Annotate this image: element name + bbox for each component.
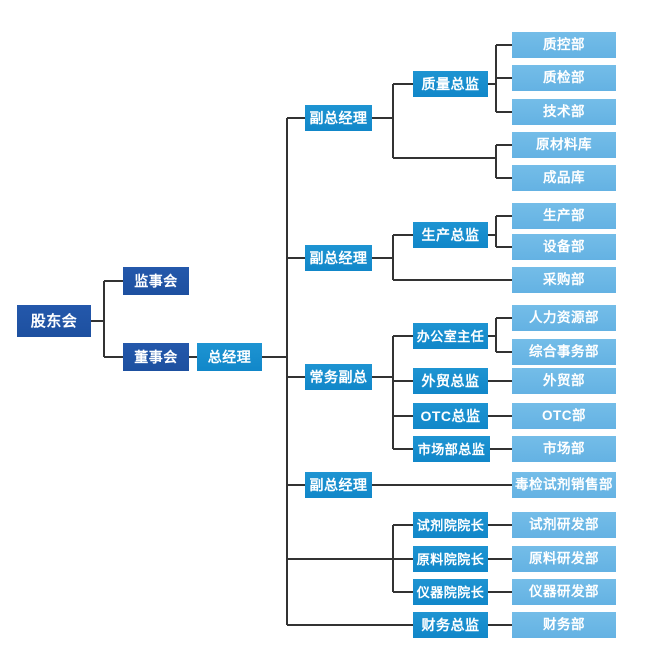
node-instrument-institute-dean: 仪器院院长 [413,579,488,605]
node-finance-dept: 财务部 [512,612,616,638]
node-deputy-gm-1: 副总经理 [305,105,372,131]
node-deputy-gm-3: 副总经理 [305,472,372,498]
node-otc-director: OTC总监 [413,403,488,429]
node-equipment-dept: 设备部 [512,234,616,260]
node-general-manager: 总经理 [197,343,262,371]
node-technology-dept: 技术部 [512,99,616,125]
node-foreign-trade-dept: 外贸部 [512,368,616,394]
node-deputy-gm-2: 副总经理 [305,245,372,271]
node-inspection-dept: 质检部 [512,65,616,91]
connector-deputy1 [372,83,512,179]
node-foreign-trade-director: 外贸总监 [413,368,488,394]
node-shareholders-meeting: 股东会 [17,305,91,337]
connector-office [488,317,512,353]
node-production-director: 生产总监 [413,222,488,248]
node-board-of-directors: 董事会 [123,343,189,371]
node-otc-dept: OTC部 [512,403,616,429]
node-marketing-dept: 市场部 [512,436,616,462]
node-material-rd-dept: 原料研发部 [512,546,616,572]
node-marketing-director: 市场部总监 [413,436,490,462]
node-production-dept: 生产部 [512,203,616,229]
node-finance-director: 财务总监 [413,612,488,638]
node-quality-director: 质量总监 [413,71,488,97]
node-reagent-rd-dept: 试剂研发部 [512,512,616,538]
node-material-institute-dean: 原料院院长 [413,546,488,572]
node-instrument-rd-dept: 仪器研发部 [512,579,616,605]
node-purchasing-dept: 采购部 [512,267,616,293]
node-supervisory-board: 监事会 [123,267,189,295]
node-toxin-reagent-sales-dept: 毒检试剂销售部 [512,472,616,498]
node-office-director: 办公室主任 [413,323,488,349]
node-finished-goods-store: 成品库 [512,165,616,191]
connector-production [488,215,512,248]
node-executive-deputy-gm: 常务副总 [305,364,372,390]
connector-quality [488,44,512,113]
node-hr-dept: 人力资源部 [512,305,616,331]
node-qc-dept: 质控部 [512,32,616,58]
node-general-affairs-dept: 综合事务部 [512,339,616,365]
node-reagent-institute-dean: 试剂院院长 [413,512,488,538]
node-raw-material-store: 原材料库 [512,132,616,158]
connector-executive [372,335,413,450]
